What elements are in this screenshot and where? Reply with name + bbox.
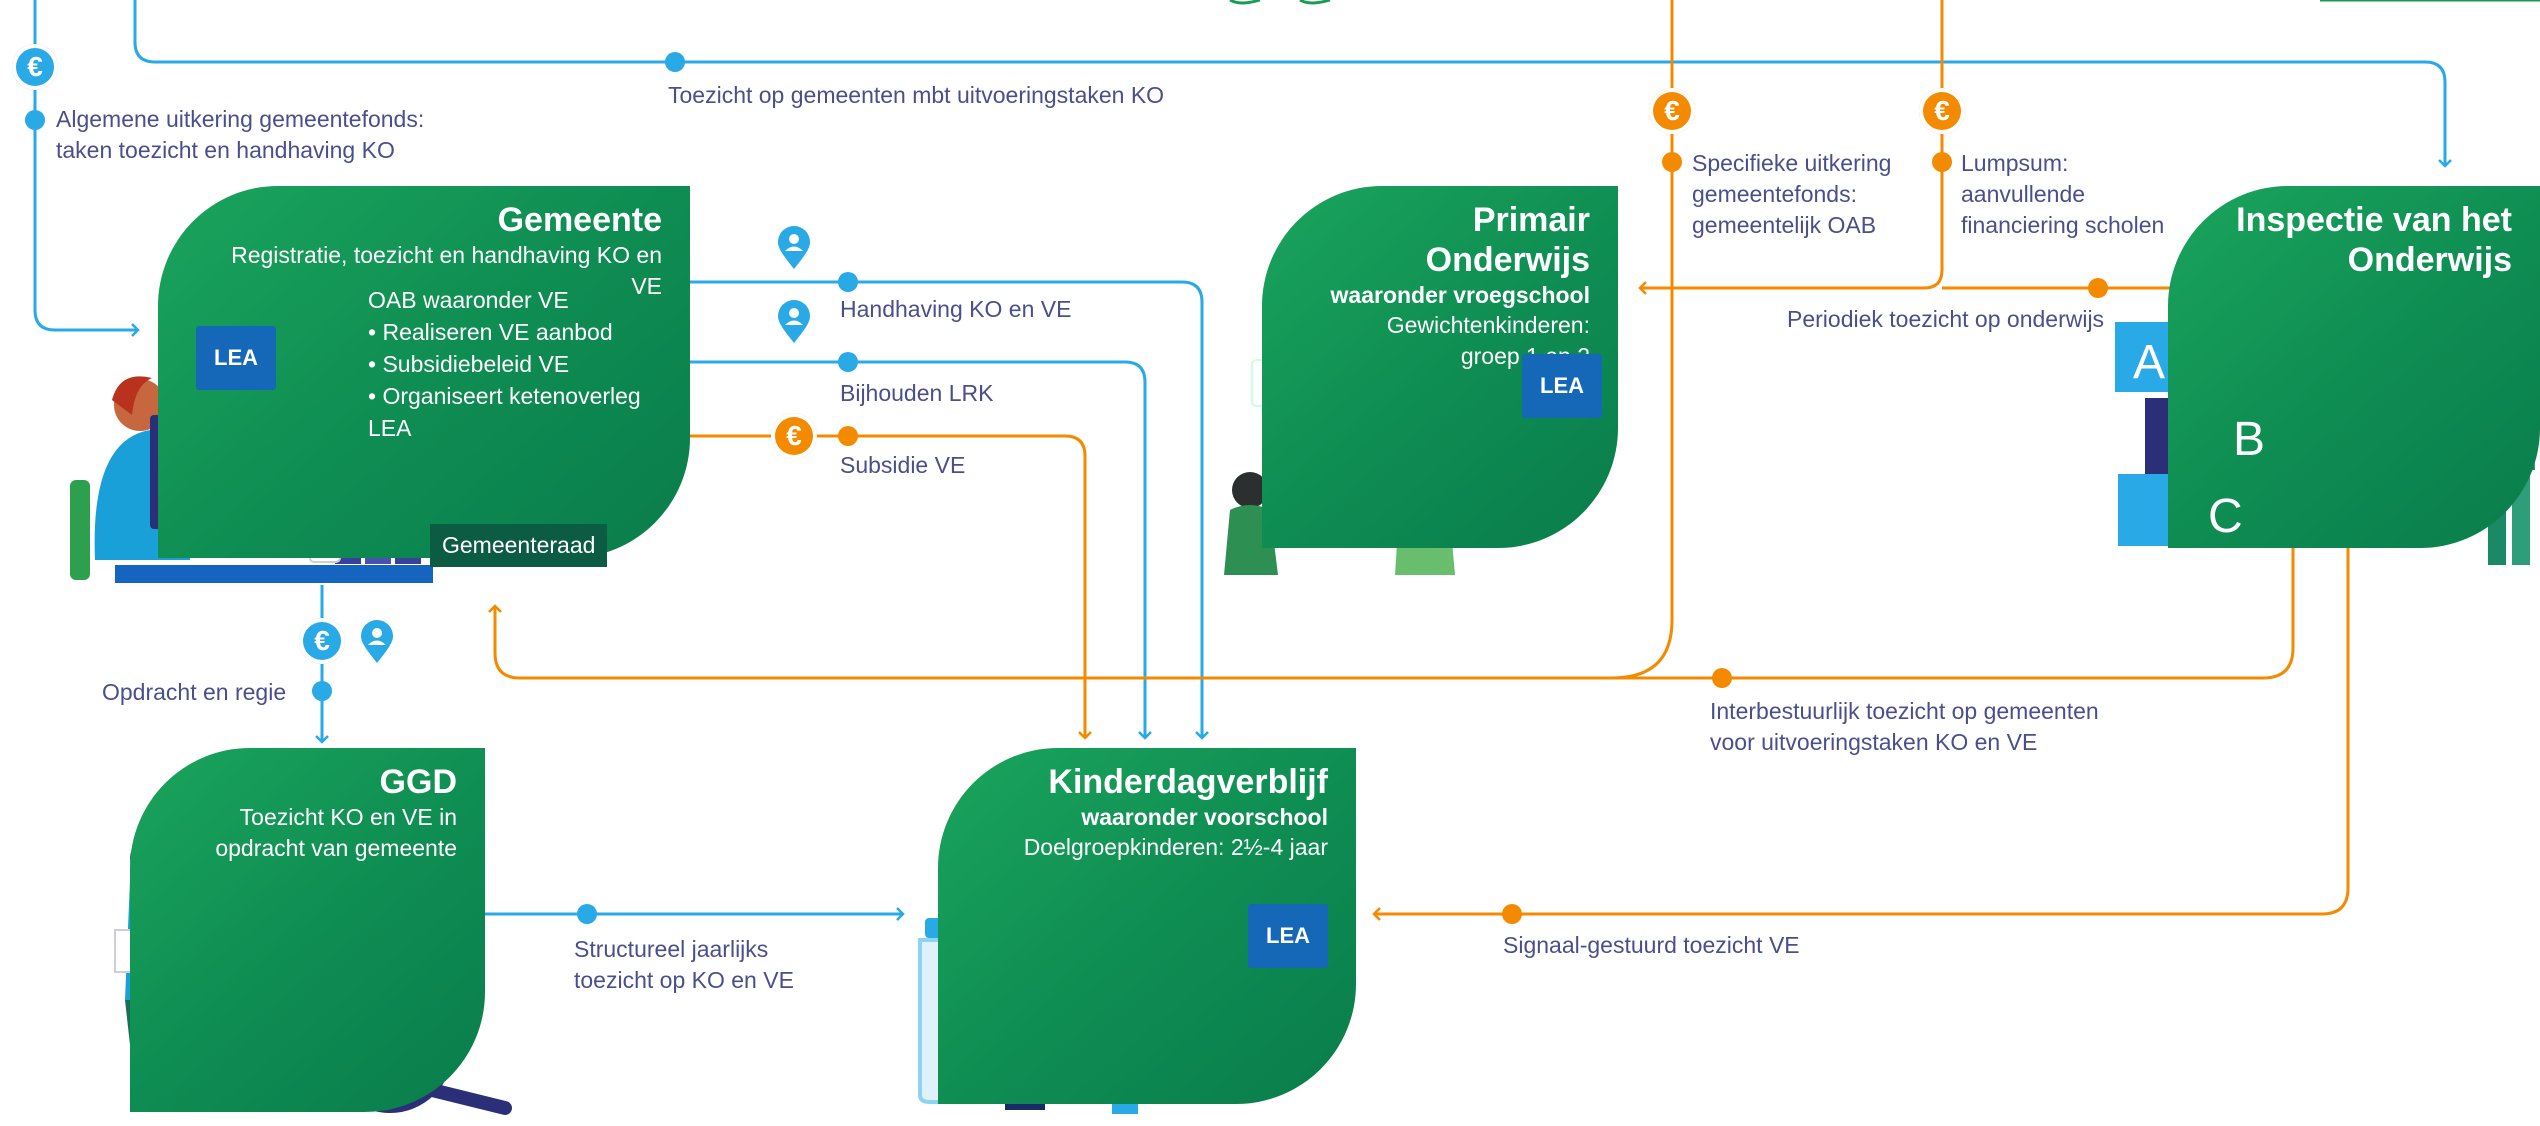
top-frame-right-edge — [1299, 0, 2540, 5]
label-line: Interbestuurlijk toezicht op gemeenten — [1710, 698, 2099, 724]
gemeenteraad-label: Gemeenteraad — [430, 524, 608, 567]
oab-list: Realiseren VE aanbod Subsidiebeleid VE O… — [368, 316, 658, 444]
dot-opdracht — [312, 681, 332, 701]
dot-subsidie — [838, 426, 858, 446]
euro-icon: € — [299, 618, 345, 664]
edge-subsidie — [690, 434, 1092, 740]
dot-handhaving — [838, 272, 858, 292]
label-line: Lumpsum: — [1961, 150, 2069, 176]
primair-line1: Gewichtenkinderen: — [1386, 312, 1590, 338]
gemeente-subtitle: Registratie, toezicht en handhaving KO e… — [231, 242, 662, 299]
dot-algemene — [25, 110, 45, 130]
ggd-line1: Toezicht KO en VE in — [239, 804, 457, 830]
label-handhaving: Handhaving KO en VE — [840, 296, 1072, 322]
gemeente-title: Gemeente — [497, 201, 662, 239]
node-inspectie: Inspectie van het Onderwijs — [2168, 186, 2540, 548]
kdv-title: Kinderdagverblijf — [1048, 763, 1328, 801]
ggd-line2: opdracht van gemeente — [215, 835, 457, 861]
kdv-subtitle: waaronder voorschool — [1081, 804, 1328, 830]
label-specifieke-uitkering: Specifieke uitkering gemeentefonds: geme… — [1692, 148, 1891, 241]
oab-item: Realiseren VE aanbod — [368, 316, 658, 348]
edge-handhaving — [690, 280, 1209, 740]
edge-lrk — [690, 360, 1152, 740]
gemeente-lea-badge: LEA — [196, 326, 276, 390]
node-primair-onderwijs: Primair Onderwijs waaronder vroegschool … — [1262, 186, 1618, 548]
label-algemene-uitkering: Algemene uitkering gemeentefonds: taken … — [56, 104, 424, 166]
label-line: financiering scholen — [1961, 212, 2165, 238]
dot-periodiek — [2088, 278, 2108, 298]
label-toezicht-top: Toezicht op gemeenten mbt uitvoeringstak… — [668, 82, 1165, 108]
edge-interbestuurlijk — [1612, 548, 2295, 680]
node-ggd: GGD Toezicht KO en VE in opdracht van ge… — [130, 748, 485, 1112]
ggd-title: GGD — [379, 763, 457, 801]
label-line: aanvullende — [1961, 181, 2086, 207]
label-line: Algemene uitkering gemeentefonds: — [56, 106, 425, 132]
label-subsidie: Subsidie VE — [840, 452, 966, 478]
label-line: Specifieke uitkering — [1692, 150, 1892, 176]
label-line: taken toezicht en handhaving KO — [56, 137, 395, 163]
location-person-icon — [778, 300, 810, 343]
label-line: Structureel jaarlijks — [574, 936, 769, 962]
label-periodiek: Periodiek toezicht op onderwijs — [1787, 306, 2105, 332]
label-line: toezicht op KO en VE — [574, 967, 794, 993]
node-kinderdagverblijf: Kinderdagverblijf waaronder voorschool D… — [938, 748, 1356, 1104]
label-lumpsum: Lumpsum: aanvullende financiering schole… — [1961, 148, 2164, 241]
euro-icon: € — [771, 413, 817, 459]
edge-signaal — [1372, 548, 2350, 921]
inspectie-title-line1: Inspectie van het — [2236, 201, 2512, 239]
label-interbestuurlijk: Interbestuurlijk toezicht op gemeenten v… — [1710, 696, 2099, 758]
oab-item: Organiseert ketenoverleg LEA — [368, 380, 658, 444]
label-line: voor uitvoeringstaken KO en VE — [1710, 729, 2038, 755]
dot-lumpsum — [1932, 152, 1952, 172]
node-gemeente: Gemeente Registratie, toezicht en handha… — [158, 186, 690, 558]
dot-specifieke — [1662, 152, 1682, 172]
euro-icon: € — [1649, 88, 1695, 134]
kdv-line1: Doelgroepkinderen: 2½-4 jaar — [1023, 834, 1328, 860]
primair-subtitle: waaronder vroegschool — [1330, 282, 1590, 308]
edge-lumpsum — [1638, 0, 1944, 295]
top-frame-left-edge — [1229, 0, 1261, 5]
label-line: gemeentelijk OAB — [1692, 212, 1877, 238]
label-signaal: Signaal-gestuurd toezicht VE — [1503, 932, 1800, 958]
edge-toezicht-gemeenten-ko — [133, 0, 2452, 168]
label-opdracht: Opdracht en regie — [102, 679, 287, 705]
primair-title: Primair Onderwijs — [1425, 201, 1590, 279]
euro-icon: € — [1919, 88, 1965, 134]
junction-dots — [25, 52, 2108, 924]
gemeente-oab: OAB waaronder VE Realiseren VE aanbod Su… — [368, 284, 658, 444]
edge-algemene-uitkering — [33, 0, 140, 337]
dot-toezicht-top — [665, 52, 685, 72]
primair-lea-badge: LEA — [1522, 354, 1602, 418]
dot-lrk — [838, 352, 858, 372]
dot-signaal — [1502, 904, 1522, 924]
oab-item: Subsidiebeleid VE — [368, 348, 658, 380]
dot-interbestuurlijk — [1712, 668, 1732, 688]
inspectie-title-line2: Onderwijs — [2347, 241, 2512, 279]
oab-title: OAB waaronder VE — [368, 287, 569, 313]
location-person-icon — [361, 620, 393, 663]
kdv-lea-badge: LEA — [1248, 904, 1328, 968]
euro-icon: € — [12, 44, 58, 90]
location-person-icon — [778, 226, 810, 269]
label-line: gemeentefonds: — [1692, 181, 1857, 207]
label-structureel: Structureel jaarlijks toezicht op KO en … — [574, 934, 794, 996]
dot-structureel — [577, 904, 597, 924]
label-lrk: Bijhouden LRK — [840, 380, 994, 406]
